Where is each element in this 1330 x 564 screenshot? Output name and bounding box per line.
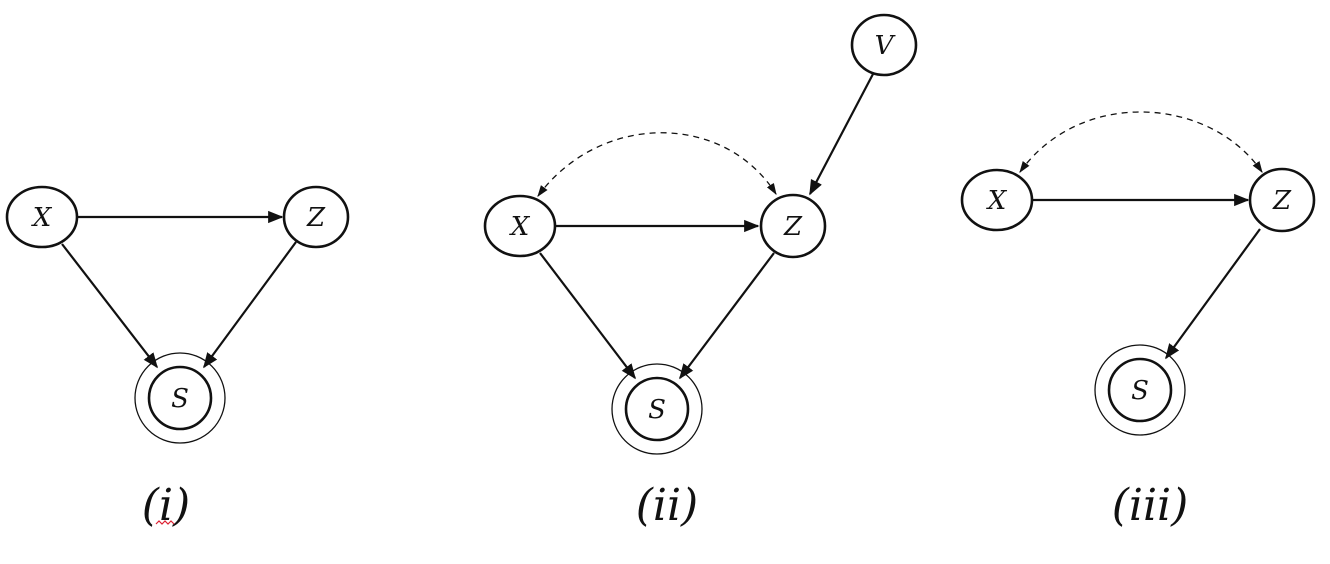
node-s: S (1094, 344, 1186, 436)
diagram-i: X Z S (i) (5, 185, 350, 531)
node-z-label: Z (306, 203, 326, 233)
node-z: Z (759, 193, 827, 259)
node-v-label: V (875, 31, 896, 61)
diagram-iii: X Z S (iii) (960, 111, 1316, 531)
edge-x-s (539, 252, 636, 380)
node-z-label: Z (783, 212, 803, 242)
edge-v-z (809, 73, 874, 196)
edge-x-z-bidirected (1019, 111, 1263, 173)
edge-z-s (679, 252, 775, 380)
node-s: S (134, 352, 226, 444)
node-s: S (611, 363, 703, 455)
diagram-ii: X Z V S (ii) (483, 13, 918, 531)
spellcheck-underline (155, 520, 175, 525)
node-s-label: S (1131, 376, 1149, 406)
edge-x-z-bidirected (537, 132, 777, 197)
node-z: Z (282, 185, 350, 249)
node-s-label: S (171, 384, 189, 414)
node-v: V (850, 13, 918, 77)
node-x: X (5, 185, 79, 249)
node-z-label: Z (1272, 186, 1292, 216)
node-x: X (960, 168, 1034, 232)
edge-x-s (61, 243, 158, 369)
node-x-label: X (509, 212, 531, 242)
node-x: X (483, 194, 557, 258)
node-z: Z (1248, 167, 1316, 233)
caption-ii: (ii) (636, 480, 698, 531)
node-x-label: X (31, 203, 53, 233)
node-x-label: X (986, 186, 1008, 216)
node-s-label: S (648, 395, 666, 425)
caption-iii: (iii) (1112, 480, 1189, 531)
edge-z-s (203, 241, 297, 369)
edge-z-s (1165, 228, 1261, 360)
caption-i: (i) (142, 480, 190, 531)
